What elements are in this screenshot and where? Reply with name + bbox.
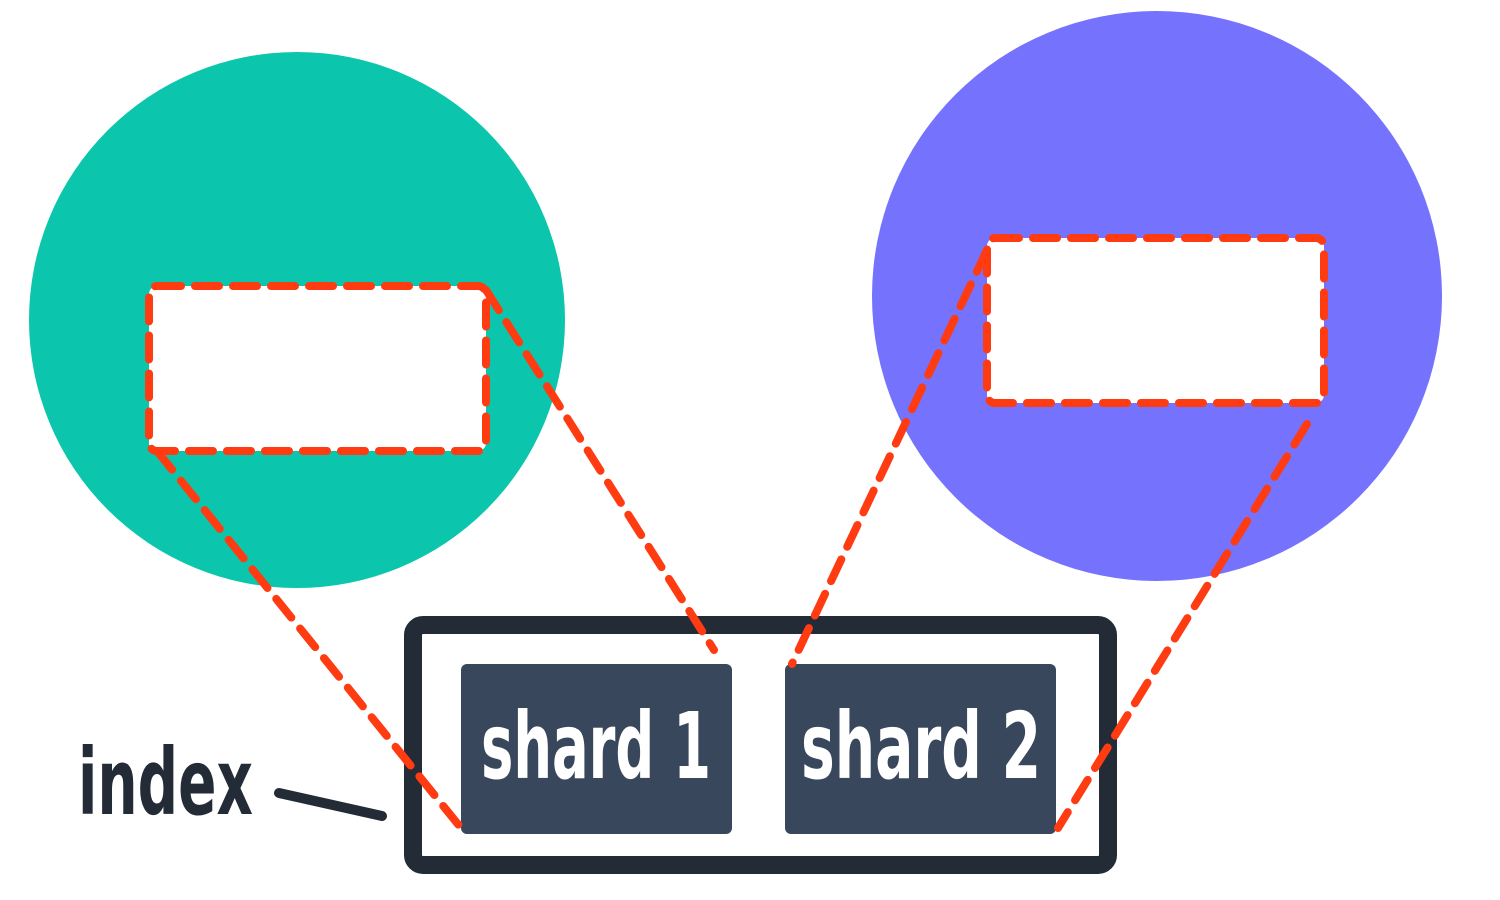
- shard-1-connector-right: [482, 286, 718, 654]
- shard-1-box: [461, 664, 732, 834]
- shard-2-box: [785, 664, 1056, 834]
- index-label-pointer: [274, 788, 387, 821]
- shard-1-label: shard 1: [481, 693, 711, 800]
- shard-2-connector-right: [1054, 420, 1311, 832]
- shard-2-connector-left: [788, 246, 991, 668]
- shard-2-label: shard 2: [801, 693, 1041, 800]
- node-1-shard-slot: [145, 282, 490, 455]
- node-2-shard-slot: [983, 234, 1328, 407]
- index-label: index: [78, 729, 253, 836]
- shard-1-connector-left: [153, 447, 465, 832]
